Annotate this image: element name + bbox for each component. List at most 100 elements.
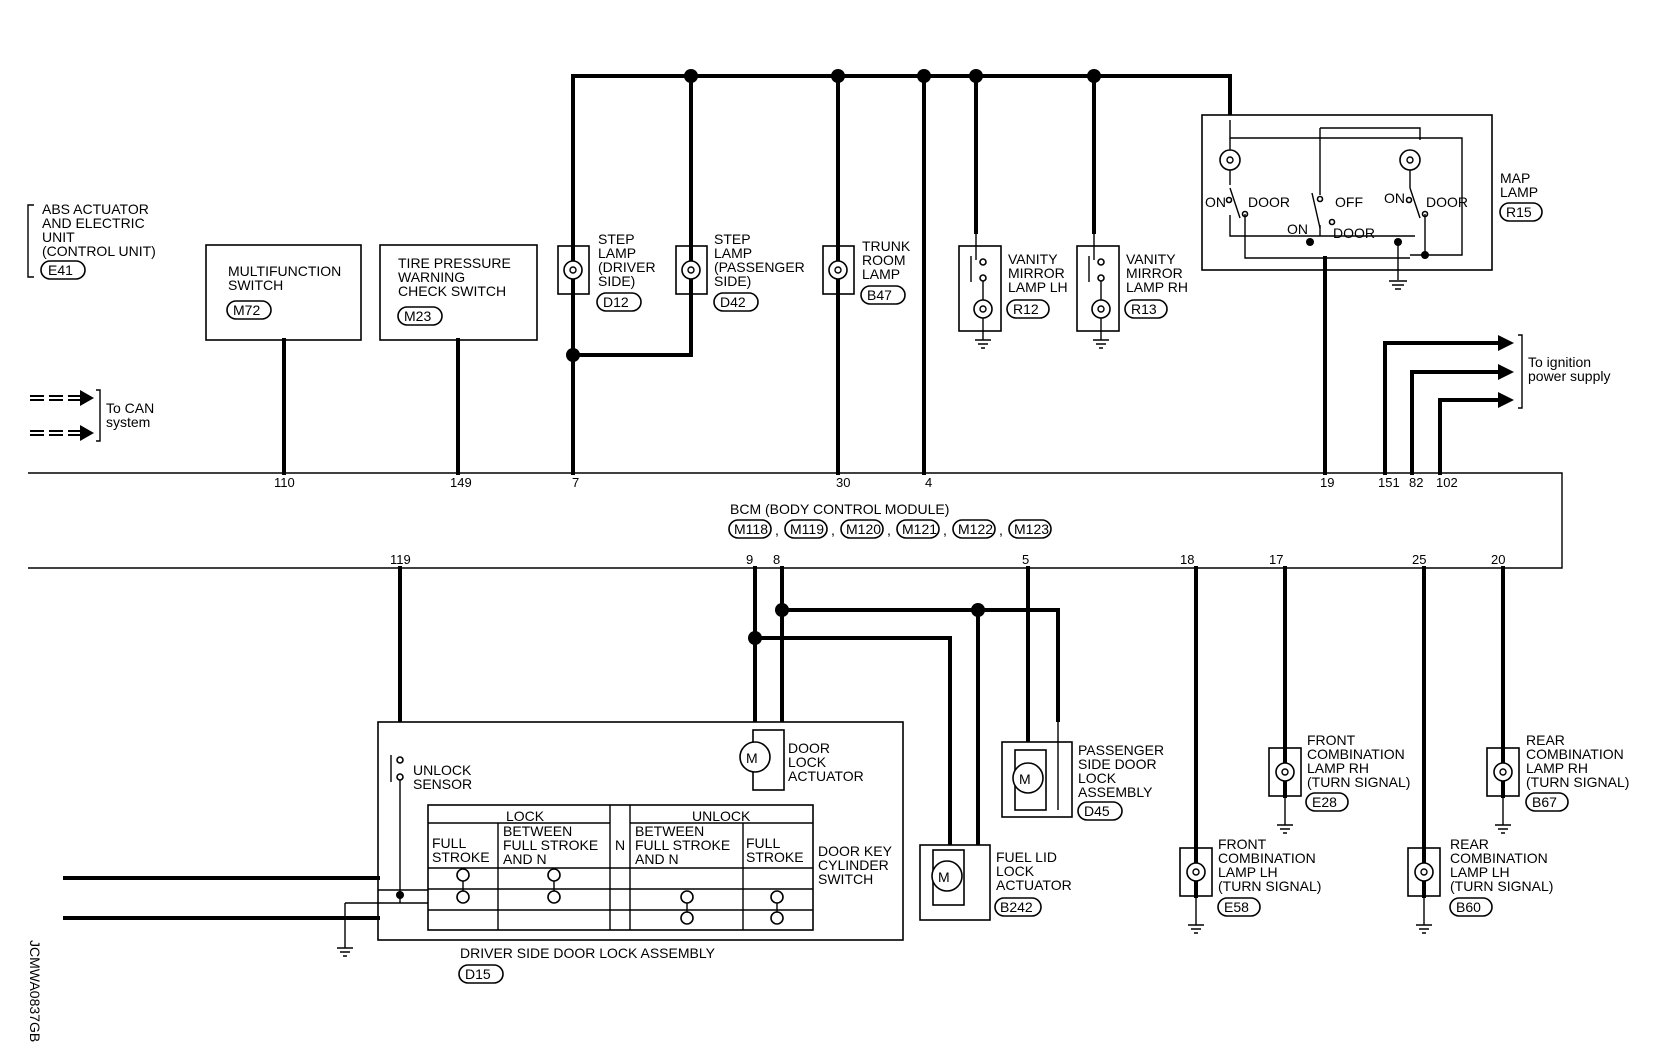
map-lamp-label: LAMP bbox=[1500, 184, 1538, 200]
vanity-rh-label: MIRROR bbox=[1126, 265, 1183, 281]
map-switch-label: DOOR bbox=[1333, 225, 1375, 241]
between-header: BETWEEN bbox=[635, 823, 704, 839]
tire-pressure-switch: TIRE PRESSURE WARNING CHECK SWITCH M23 bbox=[379, 244, 538, 475]
fuel-lid-connector: B242 bbox=[1000, 899, 1033, 915]
map-switch-label: DOOR bbox=[1248, 194, 1290, 210]
abs-label: AND ELECTRIC bbox=[42, 215, 145, 231]
key-switch-label: SWITCH bbox=[818, 871, 873, 887]
svg-text:,: , bbox=[999, 522, 1003, 538]
full-stroke-header: STROKE bbox=[432, 849, 490, 865]
abs-connector: E41 bbox=[48, 262, 73, 278]
front-lh-label: (TURN SIGNAL) bbox=[1218, 878, 1321, 894]
tire-pressure-label: WARNING bbox=[398, 269, 465, 285]
driver-door-lock-connector: D15 bbox=[465, 966, 491, 982]
rear-lh-connector: B60 bbox=[1456, 899, 1481, 915]
trunk-label: LAMP bbox=[862, 266, 900, 282]
n-header: N bbox=[615, 837, 625, 853]
front-lh-label: COMBINATION bbox=[1218, 850, 1316, 866]
rear-lh-label: REAR bbox=[1450, 836, 1489, 852]
bcm-pin: 19 bbox=[1320, 475, 1334, 490]
rear-rh-connector: B67 bbox=[1532, 794, 1557, 810]
between-header: BETWEEN bbox=[503, 823, 572, 839]
trunk-room-lamp: TRUNK ROOM LAMP B47 bbox=[822, 238, 911, 305]
multifunction-label: SWITCH bbox=[228, 277, 283, 293]
passenger-lock-connector: D45 bbox=[1084, 803, 1110, 819]
tire-pressure-label: TIRE PRESSURE bbox=[398, 255, 511, 271]
between-header: AND N bbox=[635, 851, 679, 867]
ignition-power-supply: To ignition power supply bbox=[1383, 334, 1611, 475]
bcm-pin: 25 bbox=[1412, 552, 1426, 567]
bcm-connectors: M118 , M119 , M120 , M121 , M122 , M123 bbox=[728, 519, 1052, 539]
svg-text:,: , bbox=[887, 522, 891, 538]
vanity-lh-label: MIRROR bbox=[1008, 265, 1065, 281]
bcm-pin: 82 bbox=[1409, 475, 1423, 490]
full-stroke-header: FULL bbox=[746, 835, 780, 851]
bcm-pin: 17 bbox=[1269, 552, 1283, 567]
bcm-pin: 102 bbox=[1436, 475, 1458, 490]
between-header: FULL STROKE bbox=[635, 837, 730, 853]
ignition-label: power supply bbox=[1528, 368, 1611, 384]
fuel-lid-lock-actuator: M FUEL LID LOCK ACTUATOR B242 bbox=[919, 844, 1072, 921]
tire-pressure-connector: M23 bbox=[404, 308, 431, 324]
map-switch-label: OFF bbox=[1335, 194, 1363, 210]
vanity-lh-connector: R12 bbox=[1013, 301, 1039, 317]
vanity-rh-label: VANITY bbox=[1126, 251, 1176, 267]
step-passenger-connector: D42 bbox=[720, 294, 746, 310]
door-lock-actuator-label: DOOR bbox=[788, 740, 830, 756]
lock-header: LOCK bbox=[506, 808, 545, 824]
svg-text:,: , bbox=[775, 522, 779, 538]
rear-combination-lamp-rh: REAR COMBINATION LAMP RH (TURN SIGNAL) B… bbox=[1486, 732, 1629, 834]
step-passenger-label: LAMP bbox=[714, 245, 752, 261]
bcm-pin: 7 bbox=[572, 475, 579, 490]
rear-rh-label: LAMP RH bbox=[1526, 760, 1588, 776]
passenger-lock-label: SIDE DOOR bbox=[1078, 756, 1157, 772]
motor-symbol: M bbox=[746, 750, 758, 766]
step-driver-label: (DRIVER bbox=[598, 259, 656, 275]
bcm-connector: M118 bbox=[734, 521, 768, 537]
door-lock-actuator-label: ACTUATOR bbox=[788, 768, 864, 784]
trunk-label: ROOM bbox=[862, 252, 906, 268]
trunk-connector: B47 bbox=[867, 287, 892, 303]
abs-label: (CONTROL UNIT) bbox=[42, 243, 156, 259]
step-passenger-label: (PASSENGER bbox=[714, 259, 805, 275]
map-switch-label: ON bbox=[1287, 221, 1308, 237]
bcm-connector: M120 bbox=[846, 521, 881, 537]
bcm-connector: M121 bbox=[902, 521, 937, 537]
passenger-door-lock-assembly: M PASSENGER SIDE DOOR LOCK ASSEMBLY D45 bbox=[1001, 720, 1164, 821]
bcm-pin: 149 bbox=[450, 475, 472, 490]
vanity-mirror-lamp-rh: VANITY MIRROR LAMP RH R13 bbox=[1076, 232, 1188, 349]
step-driver-label: LAMP bbox=[598, 245, 636, 261]
trunk-label: TRUNK bbox=[862, 238, 911, 254]
svg-text:,: , bbox=[831, 522, 835, 538]
rear-lh-label: (TURN SIGNAL) bbox=[1450, 878, 1553, 894]
map-switch-label: ON bbox=[1205, 194, 1226, 210]
abs-label: ABS ACTUATOR bbox=[42, 201, 149, 217]
step-lamp-passenger: STEP LAMP (PASSENGER SIDE) D42 bbox=[675, 231, 805, 312]
driver-door-lock-label: DRIVER SIDE DOOR LOCK ASSEMBLY bbox=[460, 945, 716, 961]
bcm-title: BCM (BODY CONTROL MODULE) bbox=[730, 501, 949, 517]
switch-contacts bbox=[456, 868, 784, 925]
ignition-label: To ignition bbox=[1528, 354, 1591, 370]
step-driver-label: SIDE) bbox=[598, 273, 635, 289]
front-rh-label: FRONT bbox=[1307, 732, 1356, 748]
front-rh-connector: E28 bbox=[1312, 794, 1337, 810]
lower-wiring bbox=[398, 566, 1505, 882]
bcm-pin: 8 bbox=[773, 552, 780, 567]
figure-code: JCMWA0837GB bbox=[27, 940, 43, 1042]
svg-text:,: , bbox=[943, 522, 947, 538]
bcm-pin: 151 bbox=[1378, 475, 1400, 490]
front-rh-label: (TURN SIGNAL) bbox=[1307, 774, 1410, 790]
vanity-lh-label: VANITY bbox=[1008, 251, 1058, 267]
bcm-connector: M123 bbox=[1014, 521, 1049, 537]
front-rh-label: LAMP RH bbox=[1307, 760, 1369, 776]
rear-lh-label: COMBINATION bbox=[1450, 850, 1548, 866]
driver-door-lock-assembly: UNLOCK SENSOR M DOOR LOCK ACTUATOR LOCK … bbox=[63, 721, 904, 984]
map-switch-label: ON bbox=[1384, 190, 1405, 206]
passenger-lock-label: LOCK bbox=[1078, 770, 1117, 786]
fuel-lid-label: FUEL LID bbox=[996, 849, 1057, 865]
key-switch-label: CYLINDER bbox=[818, 857, 889, 873]
door-lock-actuator-label: LOCK bbox=[788, 754, 827, 770]
between-header: AND N bbox=[503, 851, 547, 867]
front-lh-connector: E58 bbox=[1224, 899, 1249, 915]
multifunction-connector: M72 bbox=[233, 302, 260, 318]
